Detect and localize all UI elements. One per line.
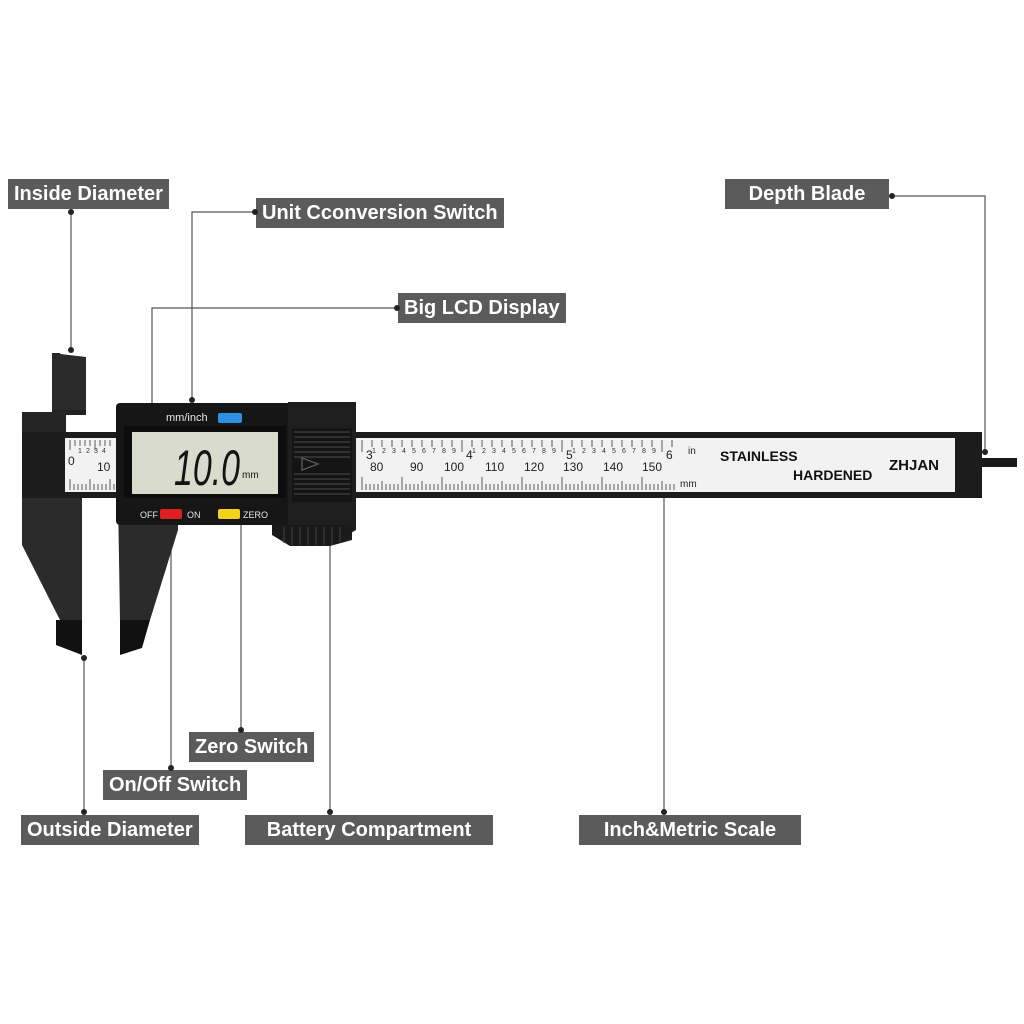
inch-subdivision-digit: 1 <box>372 448 376 455</box>
inch-scale-ticks <box>69 440 673 452</box>
mm-number: 100 <box>444 460 464 474</box>
stainless-text: STAINLESS <box>720 448 798 464</box>
inch-number: 3 <box>366 448 373 462</box>
mm-unit-label: mm <box>680 479 697 490</box>
outside-diameter-label: Outside Diameter <box>21 815 199 845</box>
inch-subdivision-digit: 6 <box>622 448 626 455</box>
inch-subdivision-digit: 9 <box>652 448 656 455</box>
inch-subdivision-digit: 8 <box>642 448 646 455</box>
depth-blade <box>975 458 1017 467</box>
inch-subdivision-digit: 2 <box>86 448 90 455</box>
zero-button[interactable] <box>218 509 240 519</box>
zero-label: ZERO <box>243 510 268 520</box>
inch-subdivision-digit: 7 <box>532 448 536 455</box>
inch-subdivision-digit: 9 <box>452 448 456 455</box>
inch-subdivision-digit: 1 <box>572 448 576 455</box>
mm-number: 140 <box>603 460 623 474</box>
unit-conversion-button[interactable] <box>218 413 242 423</box>
mm-scale-ticks <box>69 477 675 490</box>
inch-subdivision-digit: 3 <box>94 448 98 455</box>
inch-subdivision-digit: 7 <box>632 448 636 455</box>
inch-subdivision-digit: 8 <box>542 448 546 455</box>
unit-conversion-switch-label: Unit Cconversion Switch <box>256 198 504 228</box>
unit-label: mm/inch <box>166 412 208 424</box>
inch-metric-scale-label: Inch&Metric Scale <box>579 815 801 845</box>
thumb-wheel[interactable] <box>272 525 352 546</box>
inside-diameter-label: Inside Diameter <box>8 179 169 209</box>
battery-compartment-label: Battery Compartment <box>245 815 493 845</box>
battery-compartment[interactable] <box>292 428 352 502</box>
fixed-jaw <box>22 353 86 655</box>
inch-subdivision-digit: 9 <box>552 448 556 455</box>
brand-logo: ZHJAN <box>889 457 939 474</box>
mm-scale-numbers: 10 80 90 100 110 120 130 140 150 <box>97 460 662 474</box>
big-lcd-display-label: Big LCD Display <box>398 293 566 323</box>
mm-number: 10 <box>97 460 111 474</box>
inch-subdivision-digit: 3 <box>592 448 596 455</box>
off-label: OFF <box>140 510 158 520</box>
lcd-unit: mm <box>242 470 259 481</box>
inch-subdivision-digit: 4 <box>602 448 606 455</box>
on-off-button[interactable] <box>160 509 182 519</box>
mm-number: 90 <box>410 460 424 474</box>
inch-subdivision-digit: 5 <box>512 448 516 455</box>
inch-number: 4 <box>466 448 473 462</box>
lcd-screen <box>132 432 278 494</box>
mm-number: 110 <box>485 460 504 474</box>
inch-subdivision-digit: 6 <box>522 448 526 455</box>
zero-switch-label: Zero Switch <box>189 732 315 762</box>
hardened-text: HARDENED <box>793 467 872 483</box>
depth-blade-label: Depth Blade <box>725 179 889 209</box>
inch-subdivision-digit: 2 <box>582 448 586 455</box>
inch-subdivision-digit: 5 <box>412 448 416 455</box>
inch-subdivision-digit: 4 <box>402 448 406 455</box>
inch-number: 0 <box>68 454 75 468</box>
inch-unit-label: in <box>688 446 696 457</box>
mm-number: 150 <box>642 460 662 474</box>
inch-scale-numbers: 0 3 4 5 6 <box>68 448 673 468</box>
inch-subdivision-digit: 6 <box>422 448 426 455</box>
inch-subdivision-digit: 5 <box>612 448 616 455</box>
inch-number: 5 <box>566 448 573 462</box>
inch-subdivision-digit: 7 <box>432 448 436 455</box>
arrow-icon <box>301 457 320 471</box>
inch-subdivision-digit: 1 <box>472 448 476 455</box>
on-off-switch-label: On/Off Switch <box>103 770 248 800</box>
mm-number: 130 <box>563 460 583 474</box>
mm-number: 80 <box>370 460 384 474</box>
inch-subdivision-digit: 3 <box>492 448 496 455</box>
inch-subdivision-digit: 2 <box>482 448 486 455</box>
inch-subdivision-digit: 1 <box>78 448 82 455</box>
inch-subdivision-digit: 4 <box>102 448 106 455</box>
inch-subdivision-digit: 3 <box>392 448 396 455</box>
inch-subdivision-digit: 8 <box>442 448 446 455</box>
inch-number: 6 <box>666 448 673 462</box>
lcd-reading: 10.0 <box>174 440 240 496</box>
inch-subdivision-digit: 2 <box>382 448 386 455</box>
on-label: ON <box>187 510 201 520</box>
inch-subdivision-digit: 4 <box>502 448 506 455</box>
mm-number: 120 <box>524 460 544 474</box>
